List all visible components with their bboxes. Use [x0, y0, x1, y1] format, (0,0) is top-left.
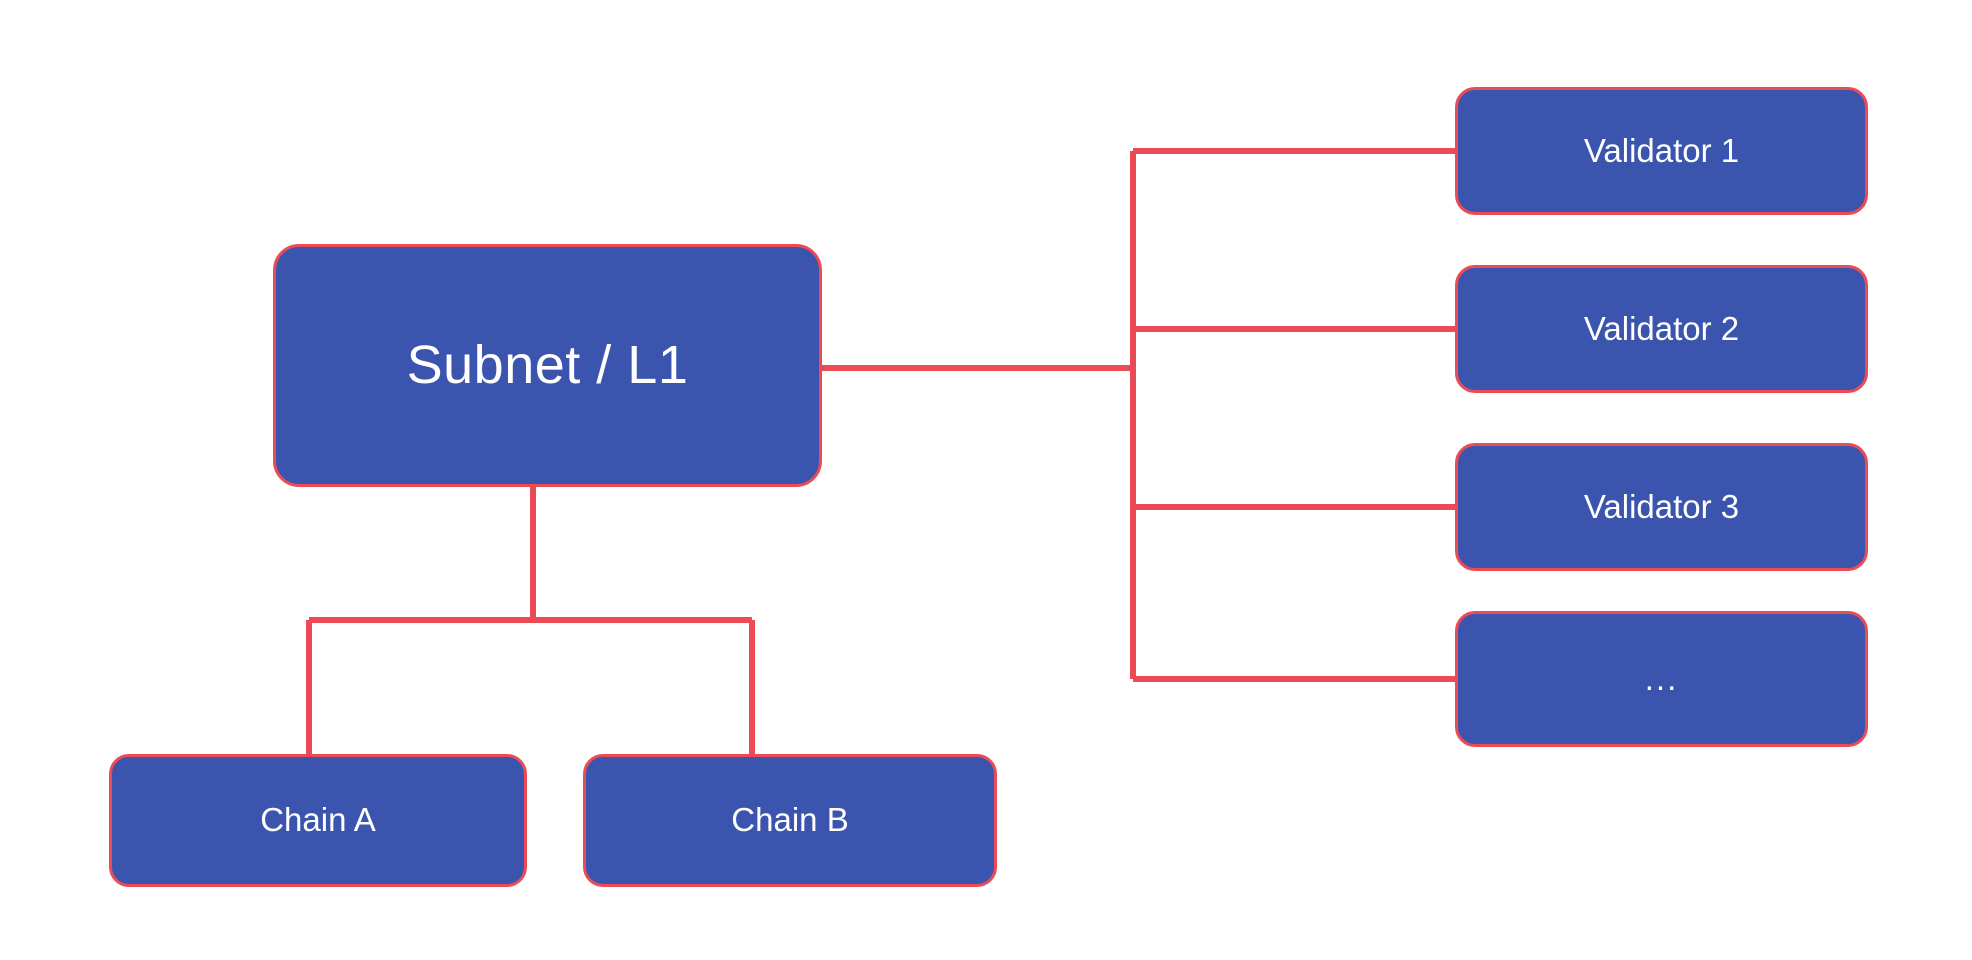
node-chain-a[interactable]: Chain A: [109, 754, 527, 887]
node-validator-1[interactable]: Validator 1: [1455, 87, 1868, 215]
node-validator-more[interactable]: ...: [1455, 611, 1868, 747]
node-validator-2[interactable]: Validator 2: [1455, 265, 1868, 393]
node-validator-1-label: Validator 1: [1583, 131, 1740, 169]
node-validator-3-label: Validator 3: [1583, 487, 1740, 525]
node-chain-a-label: Chain A: [260, 801, 376, 839]
node-validator-more-label: ...: [1644, 659, 1679, 697]
node-chain-b[interactable]: Chain B: [583, 754, 997, 887]
node-chain-b-label: Chain B: [731, 801, 849, 839]
node-validator-3[interactable]: Validator 3: [1455, 443, 1868, 571]
node-subnet-l1-label: Subnet / L1: [406, 334, 689, 395]
node-validator-2-label: Validator 2: [1583, 309, 1740, 347]
node-subnet-l1[interactable]: Subnet / L1: [273, 244, 822, 487]
